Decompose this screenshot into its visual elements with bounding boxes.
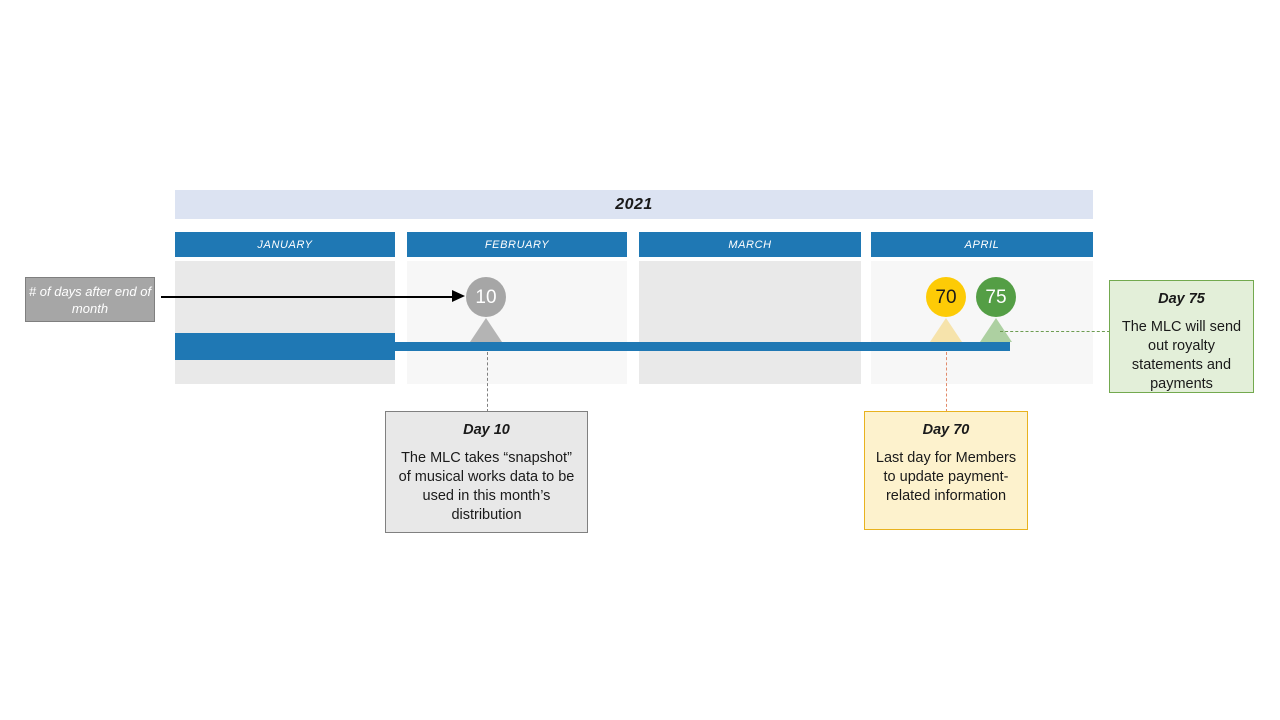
month-header-february: FEBRUARY [407,232,627,257]
annotation-arrow-line [161,296,455,298]
callout-day-75-body: The MLC will send out royalty statements… [1121,319,1242,392]
month-header-april: APRIL [871,232,1093,257]
month-header-january: JANUARY [175,232,395,257]
timeline-bar-main [395,342,1010,351]
callout-day-70-title: Day 70 [922,422,970,438]
month-body-march [639,261,861,384]
marker-triangle-day-70 [930,318,962,342]
month-column-march: MARCH [639,232,861,384]
month-body-january [175,261,395,384]
marker-circle-day-70[interactable]: 70 [926,277,966,317]
timeline-bar-january [175,333,395,360]
callout-day-75-title: Day 75 [1158,291,1205,307]
month-body-february [407,261,627,384]
month-header-march: MARCH [639,232,861,257]
callout-day-75[interactable]: Day 75 The MLC will send out royalty sta… [1109,280,1254,393]
marker-triangle-day-10 [470,318,502,342]
callout-day-70[interactable]: Day 70 Last day for Members to update pa… [864,411,1028,530]
annotation-arrow-head-icon [452,290,465,302]
connector-day-75 [1000,331,1110,332]
days-after-end-of-month-label: # of days after end of month [25,277,155,322]
marker-triangle-day-75 [980,318,1012,342]
connector-day-70 [946,352,947,412]
callout-day-10-title: Day 10 [463,422,510,438]
callout-day-10[interactable]: Day 10 The MLC takes “snapshot” of music… [385,411,588,533]
year-header-bar: 2021 [175,190,1093,219]
callout-day-70-body: Last day for Members to update payment-r… [875,450,1017,504]
month-column-january: JANUARY [175,232,395,384]
marker-circle-day-75[interactable]: 75 [976,277,1016,317]
month-column-february: FEBRUARY [407,232,627,384]
callout-day-10-body: The MLC takes “snapshot” of musical work… [398,450,575,523]
year-label: 2021 [615,195,653,213]
marker-circle-day-10[interactable]: 10 [466,277,506,317]
connector-day-10 [487,352,488,412]
